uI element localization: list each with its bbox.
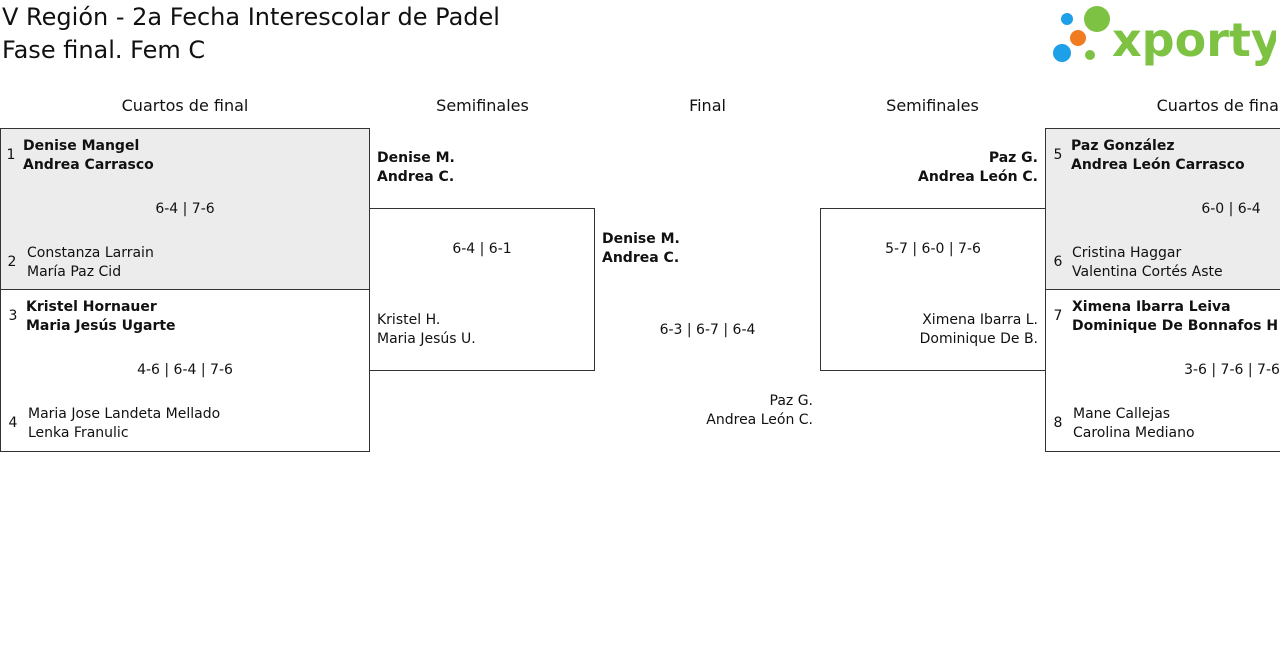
player-name: Paz G.	[769, 393, 814, 409]
player-name: Andrea C.	[602, 250, 680, 266]
match-score: 6-0 | 6-4	[1201, 201, 1261, 217]
player-name: Kristel H.	[377, 312, 441, 328]
player-name: Paz González	[1071, 138, 1175, 154]
player-name: Cristina Haggar	[1072, 245, 1182, 261]
team-bottom: Cristina Haggar Valentina Cortés Aste	[1072, 244, 1223, 282]
player-name: Andrea León Carrasco	[1071, 157, 1245, 173]
player-name: Maria Jesús U.	[377, 331, 476, 347]
team-top: Kristel Hornauer Maria Jesús Ugarte	[26, 298, 176, 336]
player-name: Kristel Hornauer	[26, 299, 157, 315]
match-score: 3-6 | 7-6 | 7-6	[1184, 362, 1280, 378]
player-name: Andrea C.	[377, 169, 455, 185]
seed-number: 1	[6, 147, 16, 163]
seed-number: 4	[8, 415, 18, 431]
player-name: Maria Jose Landeta Mellado	[28, 406, 221, 422]
match-score: 6-4 | 7-6	[155, 201, 215, 217]
semifinal-match-right[interactable]: 5-7 | 6-0 | 7-6 Ximena Ibarra L. Dominiq…	[820, 208, 1046, 371]
team-top: Denise Mangel Andrea Carrasco	[23, 137, 154, 175]
player-name: Constanza Larrain	[27, 245, 154, 261]
match-score: 5-7 | 6-0 | 7-6	[885, 241, 981, 257]
team-top: Ximena Ibarra Leiva Dominique De Bonnafo…	[1072, 298, 1278, 336]
player-name: Mane Callejas	[1073, 406, 1171, 422]
player-name: Maria Jesús Ugarte	[26, 318, 176, 334]
logo-text: xporty	[1112, 13, 1276, 67]
player-name: Valentina Cortés Aste	[1072, 264, 1223, 280]
player-name: Paz G.	[988, 150, 1038, 166]
seed-number: 5	[1053, 147, 1063, 163]
seed-number: 7	[1053, 308, 1063, 324]
player-name: Carolina Mediano	[1073, 425, 1195, 441]
seed-number: 2	[7, 254, 17, 270]
team-bottom: Mane Callejas Carolina Mediano	[1073, 405, 1195, 443]
semifinal-match-left[interactable]: 6-4 | 6-1 Kristel H. Maria Jesús U.	[369, 208, 595, 371]
team-bottom: Ximena Ibarra L. Dominique De B.	[821, 311, 1038, 349]
page-title: V Región - 2a Fecha Interescolar de Pade…	[2, 3, 500, 31]
quarterfinal-match-2[interactable]: 3 Kristel Hornauer Maria Jesús Ugarte 4-…	[0, 289, 370, 452]
player-name: María Paz Cid	[27, 264, 122, 280]
match-score: 6-4 | 6-1	[452, 241, 512, 257]
round-header-right-semifinals: Semifinales	[886, 96, 979, 115]
seed-number: 6	[1053, 254, 1063, 270]
player-name: Ximena Ibarra Leiva	[1072, 299, 1231, 315]
seed-number: 8	[1053, 415, 1063, 431]
final-team-bottom: Paz G. Andrea León C.	[595, 392, 813, 430]
team-bottom: Constanza Larrain María Paz Cid	[27, 244, 154, 282]
seed-number: 3	[8, 308, 18, 324]
player-name: Denise M.	[377, 150, 455, 166]
round-header-left-quarterfinals: Cuartos de final	[121, 96, 249, 115]
xporty-logo[interactable]: xporty	[1050, 2, 1280, 68]
team-bottom: Kristel H. Maria Jesús U.	[377, 311, 476, 349]
player-name: Andrea León C.	[706, 412, 813, 428]
quarterfinal-match-3[interactable]: 5 Paz González Andrea León Carrasco 6-0 …	[1045, 128, 1280, 290]
player-name: Lenka Franulic	[28, 425, 129, 441]
player-name: Andrea Carrasco	[23, 157, 154, 173]
final-team-top: Denise M. Andrea C.	[602, 230, 680, 268]
player-name: Ximena Ibarra L.	[922, 312, 1038, 328]
team-bottom: Maria Jose Landeta Mellado Lenka Franuli…	[28, 405, 220, 443]
match-score: 4-6 | 6-4 | 7-6	[137, 362, 233, 378]
player-name: Dominique De Bonnafos H	[1072, 318, 1279, 334]
player-name: Dominique De B.	[919, 331, 1038, 347]
semifinal-right-team-top: Paz G. Andrea León C.	[820, 149, 1038, 187]
player-name: Andrea León C.	[917, 169, 1038, 185]
team-top: Paz González Andrea León Carrasco	[1071, 137, 1245, 175]
xporty-logo-icon: xporty	[1053, 6, 1280, 67]
round-header-right-quarterfinals: Cuartos de final	[1156, 96, 1280, 115]
quarterfinal-match-4[interactable]: 7 Ximena Ibarra Leiva Dominique De Bonna…	[1045, 289, 1280, 452]
player-name: Denise M.	[602, 231, 680, 247]
round-header-final: Final	[689, 96, 726, 115]
page-subtitle: Fase final. Fem C	[2, 36, 206, 64]
semifinal-left-team-top: Denise M. Andrea C.	[377, 149, 455, 187]
player-name: Denise Mangel	[23, 138, 140, 154]
round-header-left-semifinals: Semifinales	[436, 96, 529, 115]
quarterfinal-match-1[interactable]: 1 Denise Mangel Andrea Carrasco 6-4 | 7-…	[0, 128, 370, 290]
final-match-score: 6-3 | 6-7 | 6-4	[659, 322, 756, 338]
